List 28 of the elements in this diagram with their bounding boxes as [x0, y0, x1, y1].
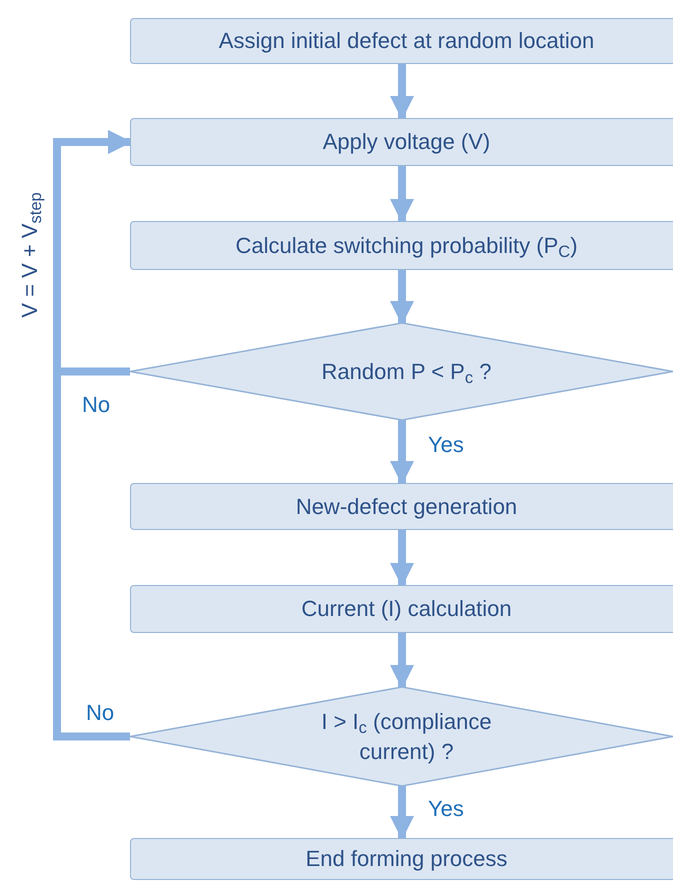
- arrow: [390, 420, 414, 485]
- process-box: [130, 585, 673, 633]
- process-box: [130, 118, 673, 166]
- arrow: [390, 530, 414, 587]
- process-box: [130, 483, 673, 530]
- node-text: Current (I) calculation: [301, 595, 512, 623]
- process-box: [130, 221, 673, 270]
- edge-label: Yes: [428, 432, 464, 458]
- process-box: [130, 838, 673, 880]
- decision-diamond: [130, 687, 673, 786]
- process-box: [130, 18, 673, 64]
- arrow: [390, 786, 414, 840]
- arrow: [390, 270, 414, 325]
- arrow: [390, 166, 414, 223]
- edge-label: No: [82, 392, 110, 418]
- node-text: Calculate switching probability (P$_{C}$): [235, 232, 578, 260]
- arrow: [390, 64, 414, 120]
- arrow: [53, 130, 132, 740]
- node-text: End forming process: [306, 845, 508, 873]
- node-text: Apply voltage (V): [322, 128, 490, 156]
- edge-label: Yes: [428, 796, 464, 822]
- node-text: I > I$_{c}$ (compliance current) ?: [320, 708, 493, 766]
- decision-diamond: [130, 323, 673, 420]
- node-text: Assign initial defect at random location: [218, 27, 594, 55]
- node-text: New-defect generation: [296, 492, 518, 521]
- arrow: [390, 633, 414, 689]
- edge-label: No: [86, 700, 114, 726]
- node-text: Random P < P$_{c}$ ?: [322, 358, 492, 386]
